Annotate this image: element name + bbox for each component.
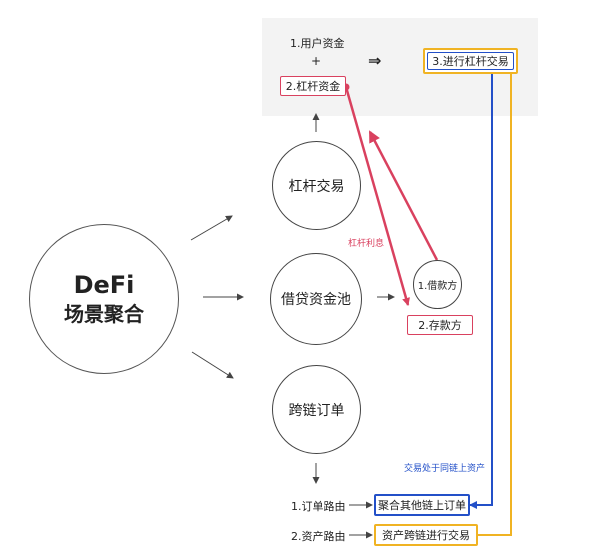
- red-line-leverage-funds-to-depositor: [344, 86, 410, 306]
- trade-box-outer: 3.进行杠杆交易: [423, 48, 518, 74]
- depositor-label: 2.存款方: [418, 319, 462, 332]
- center-subtitle: 场景聚合: [64, 302, 144, 326]
- center-circle-defi: DeFi 场景聚合: [29, 224, 179, 374]
- aggregate-orders-label: 聚合其他链上订单: [378, 499, 466, 512]
- crosschain-trade-label: 资产跨链进行交易: [382, 529, 470, 542]
- depositor-box: 2.存款方: [407, 315, 473, 335]
- arrow-center-to-crosschain: [191, 351, 234, 379]
- borrower-circle: 1.借款方: [413, 260, 462, 309]
- interest-label: 杠杆利息: [348, 239, 385, 249]
- aggregate-orders-box: 聚合其他链上订单: [374, 494, 470, 516]
- double-arrow-icon: ⇒: [368, 51, 382, 70]
- leverage-funds-box: 2.杠杆资金: [280, 76, 346, 96]
- leverage-trade-circle: 杠杆交易: [272, 141, 361, 230]
- same-chain-note: 交易处于同链上资产: [404, 464, 486, 474]
- yellow-connector: [478, 72, 512, 536]
- blue-connector: [469, 72, 493, 509]
- borrower-label: 1.借款方: [417, 281, 458, 292]
- leverage-trade-label: 杠杆交易: [288, 178, 345, 195]
- asset-routing-label: 2.资产路由: [291, 530, 346, 543]
- leverage-funds-label: 2.杠杆资金: [285, 80, 341, 93]
- user-funds-label: 1.用户资金: [290, 37, 345, 50]
- trade-box: 3.进行杠杆交易: [427, 52, 514, 70]
- crosschain-trade-box: 资产跨链进行交易: [374, 524, 478, 546]
- red-line-borrower-to-leverage-funds: [368, 130, 439, 261]
- order-routing-label: 1.订单路由: [291, 500, 346, 513]
- lending-pool-label: 借贷资金池: [281, 292, 351, 308]
- plus-sign: +: [311, 54, 322, 68]
- lending-pool-circle: 借贷资金池: [270, 253, 362, 345]
- center-title: DeFi: [73, 271, 135, 299]
- trade-label: 3.进行杠杆交易: [432, 55, 509, 68]
- crosschain-order-label: 跨链订单: [288, 402, 345, 419]
- crosschain-order-circle: 跨链订单: [272, 365, 361, 454]
- arrow-center-to-leverage: [190, 215, 233, 241]
